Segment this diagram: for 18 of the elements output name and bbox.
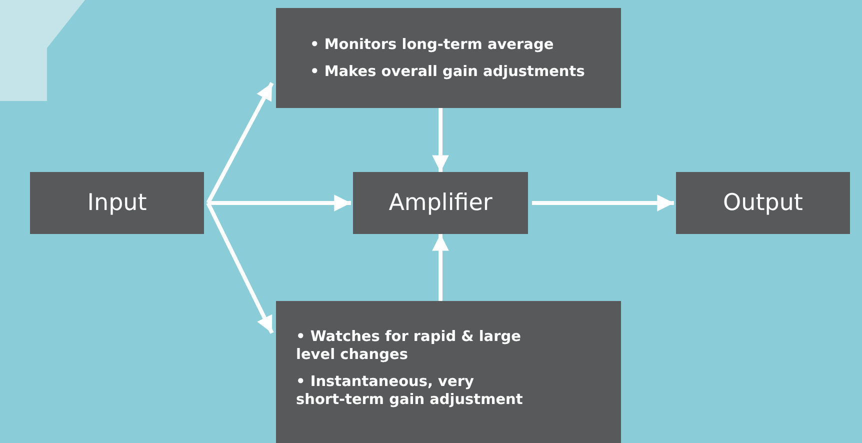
process-box [30,172,204,234]
arrow [206,82,274,204]
box-label: Input [87,190,147,216]
arrow [208,194,351,212]
process-box [353,172,528,234]
box-label: Output [723,190,803,216]
arrow [432,108,449,172]
arrow [206,202,274,334]
note-box [276,8,621,108]
box-label: Amplifier [388,190,492,216]
bullet-text: • Monitors long-term average [310,36,555,54]
bullet-text: • Instantaneous, very short-term gain adjustment [296,373,524,410]
bullet-text: • Makes overall gain adjustments [310,63,586,82]
process-box [676,172,850,234]
arrow [532,194,674,212]
arrow [432,234,449,301]
bullet-text: • Watches for rapid & large level changes [296,328,522,364]
note-box [276,301,621,443]
